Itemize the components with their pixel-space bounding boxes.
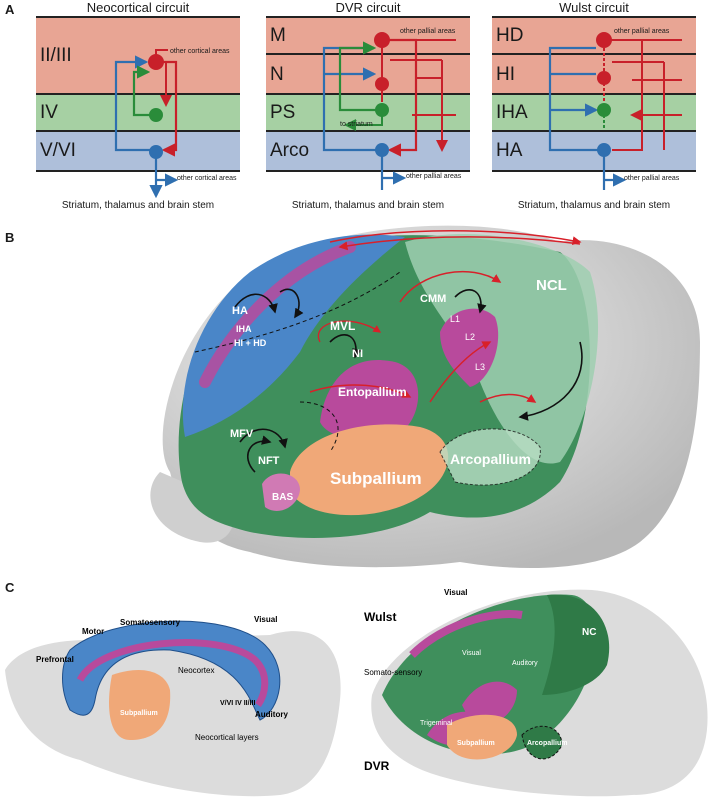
neuron-red [148,54,164,70]
wulst-wiring-diagram [548,32,682,200]
layer-label: Arco [270,140,310,161]
region-label: Visual [462,650,481,657]
neocortical-circuit: Neocortical circuit II/III IV V/VI other… [36,0,240,215]
layer-label: PS [270,102,296,123]
subpallium-region [447,714,517,760]
bird-brain-sagittal-diagram: HA IHA HI + HD MVL NI Entopallium MFV NF… [150,225,700,568]
neuron-blue [149,145,163,159]
circuit-title: DVR circuit [335,0,401,15]
region-label: Somato-sensory [364,668,422,677]
region-label: Visual [444,588,467,597]
dvr-circuit: DVR circuit M N PS Arco other pallial ar… [266,0,470,215]
region-label: Auditory [512,660,538,667]
layer-label: IV [40,102,58,123]
region-label: IHA [236,324,252,334]
bird-brain-3d-diagram: Visual Wulst NC Somato-sensory Auditory … [364,588,708,797]
region-label: Arcopallium [527,740,567,747]
region-label: Auditory [255,710,288,719]
region-label: Subpallium [120,710,158,717]
region-label: Neocortex [178,666,214,675]
region-label: Subpallium [330,469,422,488]
arcopallium-region [439,428,541,486]
layer-band: IV [36,93,240,131]
circuit-footer: Striatum, thalamus and brain stem [61,200,215,211]
circuit-title: Neocortical circuit [86,0,190,15]
wulst-band [409,610,523,658]
connection-label: other pallial areas [624,175,680,182]
layer-band: II/III [36,16,240,94]
neuron-green [149,108,163,122]
layer-label: II/III [40,45,72,66]
region-label: Entopallium [338,385,407,399]
region-label: Prefrontal [36,655,74,664]
region-label: V/VI IV II/III [220,700,255,707]
layer-label: HI [496,63,515,85]
region-label: Arcopallium [450,451,531,467]
region-label: Somatosensory [120,618,181,627]
olfactory-bulb [150,472,234,543]
ncl-region [405,233,599,464]
region-label: Trigeminal [420,720,453,727]
region-label: Subpallium [457,740,495,747]
layer-label: N [270,63,284,85]
field-l-region [440,308,499,387]
arcopallium-region [521,725,563,760]
panel-a-letter: A [5,2,15,17]
region-label: NCL [536,277,567,294]
connection-label: other pallial areas [406,173,462,180]
circuit-title: Wulst circuit [559,0,629,15]
circuit-footer: Striatum, thalamus and brain stem [291,200,445,211]
region-label: MFV [230,428,254,440]
region-label: L2 [465,332,475,342]
layer-label: M [270,25,286,46]
dvr-wiring-diagram [322,32,456,200]
connection-label: other pallial areas [614,28,670,35]
layer-label: IHA [496,102,528,123]
region-label: NC [582,627,596,638]
region-label: CMM [420,293,446,305]
region-label: BAS [272,492,293,503]
layer-label: HD [496,25,524,46]
region-label: L3 [475,362,485,372]
connection-label: other cortical areas [177,175,237,182]
region-label: Neocortical layers [195,733,259,742]
mammal-brain-diagram: Somatosensory Motor Visual Prefrontal Ne… [5,615,341,797]
connection-label: other pallial areas [400,28,456,35]
panel-b-letter: B [5,230,15,245]
iha-band [199,241,356,388]
subpallium-region [109,670,171,740]
auditory-region [462,681,517,726]
region-label: HA [232,305,248,317]
connection-label: other cortical areas [170,48,230,55]
wulst-circuit: Wulst circuit HD HI IHA HA other pallial… [492,0,696,215]
nc-region [542,594,610,695]
region-label: NI [352,348,363,360]
region-label: HI + HD [234,338,267,348]
region-label: DVR [364,759,390,773]
layer-iv-band [76,639,269,708]
region-label: Visual [254,615,277,624]
layer-label: HA [496,140,523,161]
region-label: Motor [82,627,104,636]
subpallium-region [290,424,449,516]
region-label: Wulst [364,610,396,624]
panel-c-letter: C [5,580,15,595]
entopallium-region [320,360,419,439]
circuit-footer: Striatum, thalamus and brain stem [517,200,671,211]
region-label: MVL [330,319,355,333]
bas-region [262,473,300,511]
connection-label: to striatum [340,121,373,128]
wulst-region [182,234,405,437]
layer-label: V/VI [40,140,76,161]
region-label: L1 [450,314,460,324]
region-label: NFT [258,455,280,467]
neocortical-wiring-diagram [114,49,240,199]
